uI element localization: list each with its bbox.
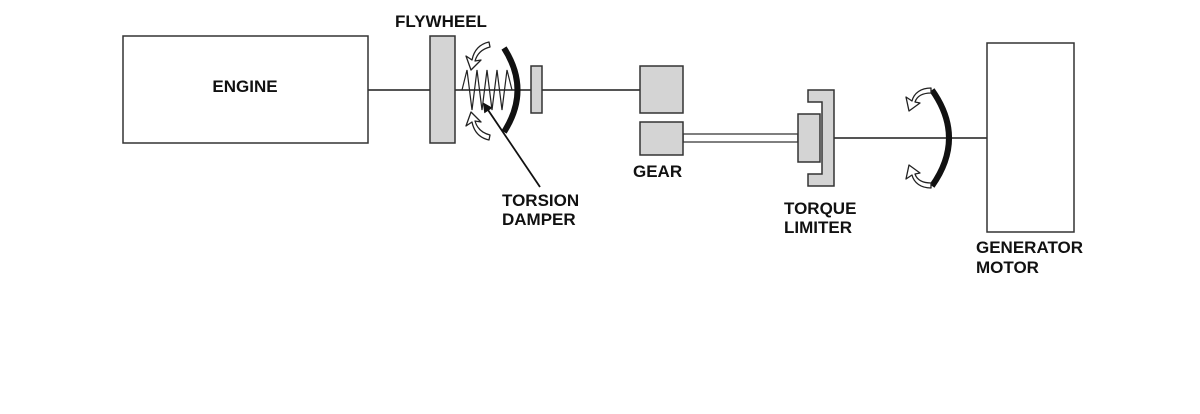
engine-block [122, 35, 369, 144]
generator-motor-block [986, 42, 1075, 233]
curved-arrow-icon [905, 87, 932, 112]
pointer-arrow-icon [482, 102, 541, 188]
flywheel-disc [429, 35, 456, 144]
torque-limiter-housing [807, 89, 835, 187]
rotation-arrow-icon [929, 88, 952, 188]
torque-limiter-label-line1: TORQUE [784, 199, 856, 218]
rotation-arrow-icon [501, 46, 521, 134]
curved-arrow-icon [465, 41, 491, 71]
generator-motor-label-line2: MOTOR [976, 258, 1039, 277]
generator-motor-label-line1: GENERATOR [976, 238, 1083, 257]
torsion-damper-label-line2: DAMPER [502, 210, 576, 229]
torsion-damper-label-line1: TORSION [502, 191, 579, 210]
gear-to-limiter-shaft [682, 133, 799, 143]
shaft-collar [530, 65, 543, 114]
zigzag-spring-icon [461, 69, 513, 111]
gear-lower [639, 121, 684, 156]
torque-limiter-plate [797, 113, 821, 163]
curved-arrow-icon [905, 164, 932, 189]
engine-label: ENGINE [212, 77, 277, 96]
gear-upper [639, 65, 684, 114]
gear-label: GEAR [633, 162, 682, 181]
curved-arrow-icon [465, 111, 491, 141]
flywheel-label: FLYWHEEL [395, 12, 487, 31]
torque-limiter-label-line2: LIMITER [784, 218, 852, 237]
